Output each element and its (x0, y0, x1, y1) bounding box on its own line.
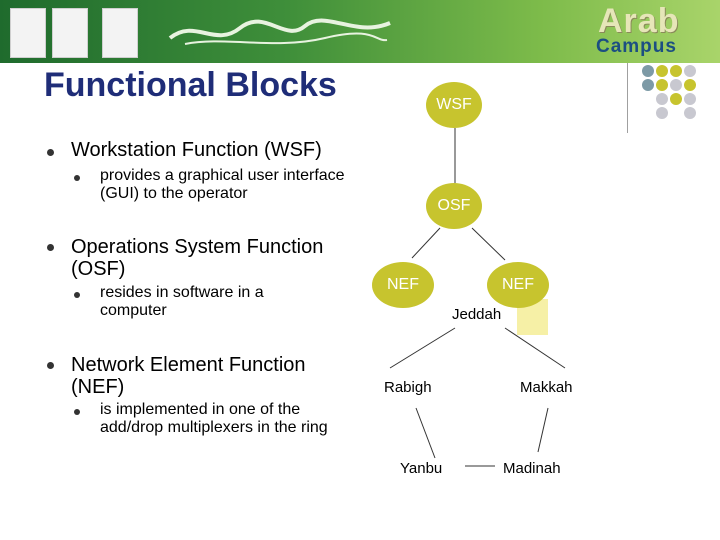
logo-tile-3 (102, 8, 138, 58)
sub-bullet-marker (74, 409, 80, 415)
node-wsf: WSF (426, 82, 482, 128)
city-madinah: Madinah (503, 460, 561, 477)
header-banner: Arab Campus (0, 0, 720, 63)
calligraphy-emblem (168, 18, 391, 45)
decor-divider (627, 63, 628, 133)
bullet-osf-detail: resides in software in a computer (100, 284, 264, 319)
bullet-marker (47, 362, 54, 369)
decor-dots (642, 65, 696, 119)
city-jeddah: Jeddah (452, 306, 502, 323)
bullet-marker (47, 149, 54, 156)
brand-arab-text: Arab (598, 2, 680, 40)
sub-bullet-marker (74, 175, 80, 181)
bullet-nef: Network Element Function (NEF) (71, 354, 306, 398)
logo-tile-1 (10, 8, 46, 58)
bullet-marker (47, 244, 54, 251)
node-osf: OSF (426, 183, 482, 229)
bullet-nef-detail: is implemented in one of the add/drop mu… (100, 401, 328, 436)
city-makkah: Makkah (520, 379, 573, 396)
bullet-wsf-detail: provides a graphical user interface (GUI… (100, 167, 345, 202)
city-rabigh: Rabigh (384, 379, 432, 396)
city-yanbu: Yanbu (400, 460, 443, 477)
brand-campus-text: Campus (596, 36, 677, 57)
node-nef-right: NEF (487, 262, 549, 308)
logo-tile-2 (52, 8, 88, 58)
node-nef-left: NEF (372, 262, 434, 308)
bullet-wsf: Workstation Function (WSF) (71, 139, 322, 161)
sub-bullet-marker (74, 292, 80, 298)
slide-title: Functional Blocks (44, 66, 337, 104)
bullet-osf: Operations System Function (OSF) (71, 236, 324, 280)
